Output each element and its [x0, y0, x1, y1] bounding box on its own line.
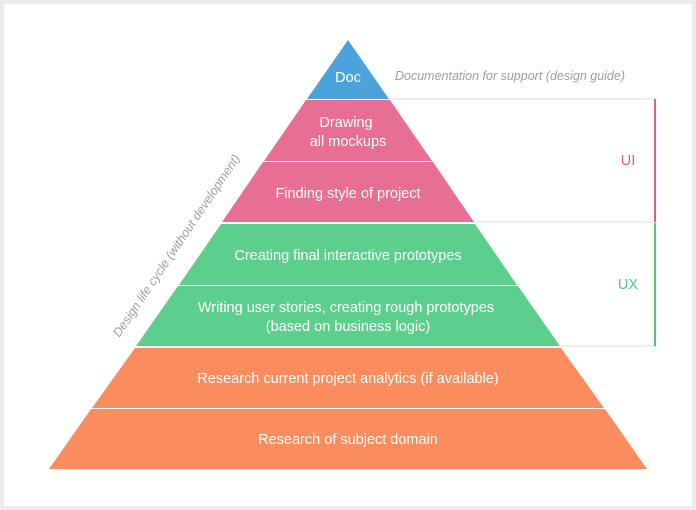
level-label-project-analytics: Research current project analytics (if a… — [197, 371, 498, 387]
pyramid-level-subject-domain — [49, 409, 647, 469]
pyramid-level-finding-style — [222, 162, 474, 222]
pyramid-level-final-prototypes — [179, 224, 517, 285]
level-label-final-prototypes: Creating final interactive prototypes — [234, 248, 461, 264]
pyramid-level-user-stories — [136, 286, 560, 346]
level-label-doc: Doc — [335, 70, 361, 86]
doc-annotation: Documentation for support (design guide) — [395, 69, 625, 83]
guide-lines — [389, 98, 656, 347]
group-label-ui: UI — [621, 153, 636, 169]
level-label-finding-style: Finding style of project — [275, 186, 420, 202]
pyramid-level-project-analytics — [92, 348, 604, 408]
level-label-subject-domain: Research of subject domain — [258, 432, 438, 448]
pyramid-level-doc — [307, 40, 389, 99]
level-label-drawing-mockups: Drawing all mockups — [310, 115, 387, 150]
level-label-user-stories: Writing user stories, creating rough pro… — [198, 300, 498, 335]
group-label-ux: UX — [618, 277, 638, 293]
pyramid-level-drawing-mockups — [264, 100, 432, 161]
